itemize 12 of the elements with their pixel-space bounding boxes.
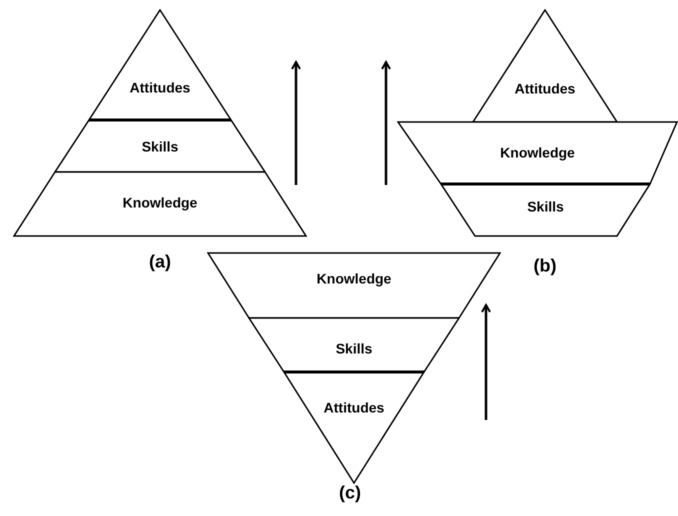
figure-label: (b): [534, 254, 556, 278]
segment-label: Attitudes: [324, 398, 384, 418]
segment-label: Skills: [527, 198, 564, 216]
figure-label: (c): [339, 482, 361, 504]
segment-label: Knowledge: [316, 270, 392, 288]
segment-label: Knowledge: [122, 194, 198, 212]
segment-label: Knowledge: [500, 144, 575, 162]
segment-label: Skills: [336, 340, 372, 358]
segment-label: Attitudes: [514, 80, 576, 98]
segment-label: Attitudes: [130, 78, 190, 98]
figure-label: (a): [149, 250, 171, 274]
segment-label: Skills: [142, 138, 178, 156]
